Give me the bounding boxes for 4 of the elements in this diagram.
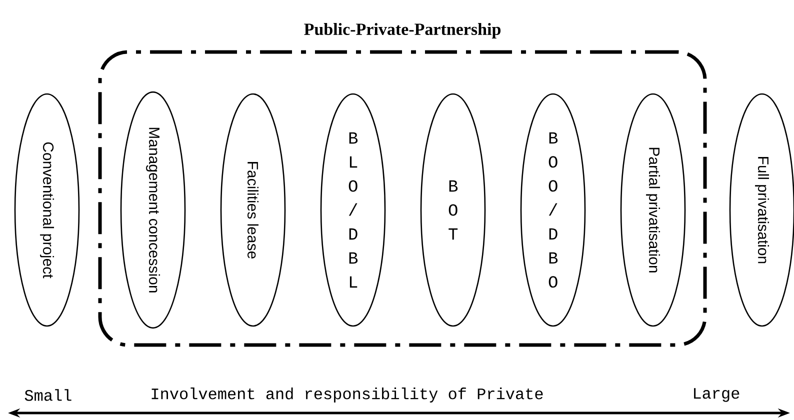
axis-label: Involvement and responsibility of Private [152,388,543,402]
axis-label: Large [694,388,740,402]
axis-label: Small [24,389,72,401]
group-title: Public-Private-Partnership [304,23,501,38]
